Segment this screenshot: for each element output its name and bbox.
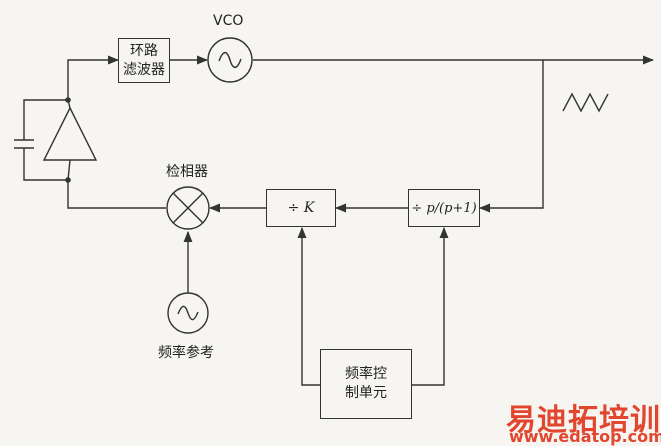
ref-osc-circle <box>167 292 209 334</box>
divide-p-label: ÷ p/(p+1) <box>411 200 477 216</box>
control-line2: 制单元 <box>345 385 387 401</box>
wire-control-to-divk <box>297 226 320 386</box>
vco-circle <box>207 37 253 83</box>
wire-detector-to-amp <box>67 180 166 209</box>
detector-mixer-circle <box>166 186 210 230</box>
freq-control-block: 频率控 制单元 <box>320 349 412 419</box>
divide-k-block: ÷ K <box>266 189 336 227</box>
wire-control-to-divp <box>412 226 449 386</box>
divide-k-label: ÷ K <box>287 200 315 216</box>
detector-label: 检相器 <box>166 164 208 180</box>
freq-ref-label: 频率参考 <box>158 345 214 361</box>
divide-p-block: ÷ p/(p+1) <box>408 189 480 227</box>
wire-output-tap <box>478 60 544 213</box>
vco-label: VCO <box>213 13 244 29</box>
loop-filter-block: 环路 滤波器 <box>118 38 170 83</box>
junction-bottom <box>65 177 71 183</box>
vco-sine-icon <box>218 51 242 69</box>
junction-top <box>65 97 71 103</box>
amplifier-triangle <box>42 106 98 161</box>
mixer-cross-2 <box>172 192 204 224</box>
wire-cap-loop <box>23 99 68 181</box>
loop-filter-line2: 滤波器 <box>123 61 165 78</box>
watermark-url: www.edatop.com <box>509 427 661 446</box>
loop-filter-line1: 环路 <box>130 42 158 59</box>
watermark-logo: 易迪拓培训 <box>506 403 661 438</box>
control-line1: 频率控 <box>345 366 387 383</box>
wire-amp-to-filter <box>67 55 120 100</box>
wire-amp-in-top <box>67 159 71 181</box>
sawtooth-icon <box>562 92 609 113</box>
ref-sine-icon <box>177 305 199 321</box>
